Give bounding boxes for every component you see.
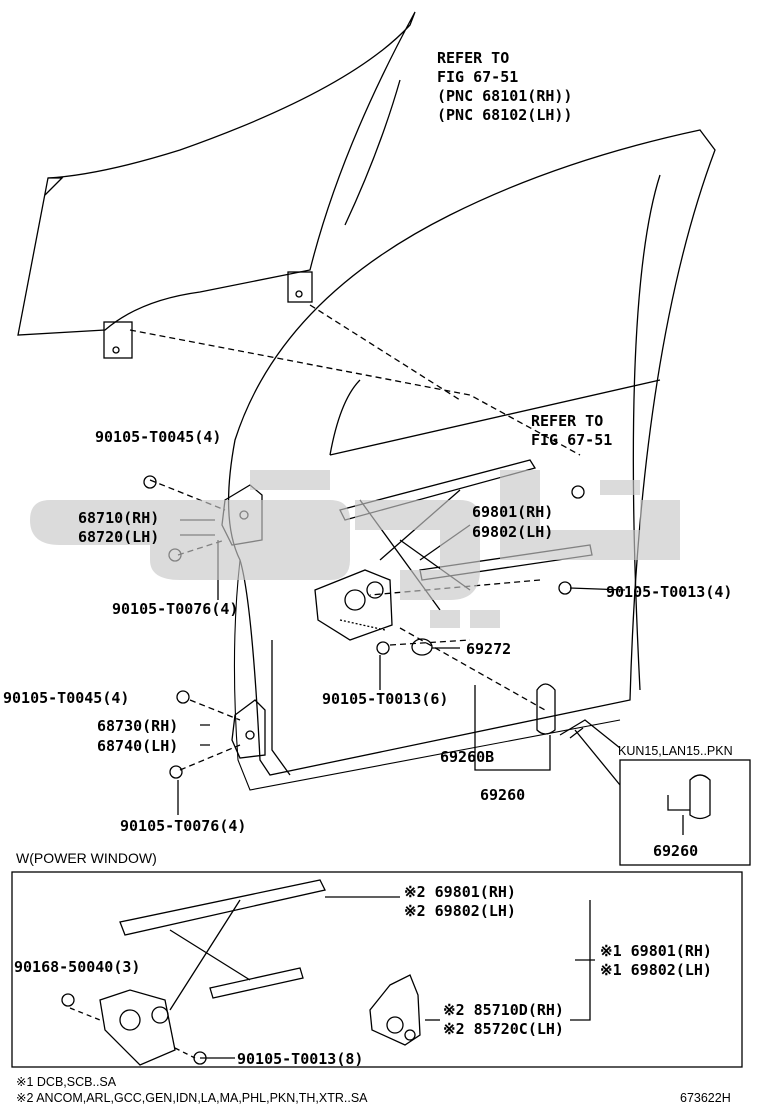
power-window-title: W(POWER WINDOW) <box>16 850 157 866</box>
pw-label-85710d: ※2 85710D(RH) <box>443 1001 564 1019</box>
inset-model-code: KUN15,LAN15..PKN <box>618 744 733 758</box>
part-label-68740: 68740(LH) <box>97 737 179 755</box>
part-label-68720: 68720(LH) <box>78 528 160 546</box>
part-label-90105-t0013-4: 90105-T0013(4) <box>606 583 733 601</box>
part-label-90105-t0045-lower: 90105-T0045(4) <box>3 689 130 707</box>
part-label-69272: 69272 <box>466 640 512 658</box>
inset-box <box>619 759 751 866</box>
door-glass <box>17 11 416 336</box>
part-label-90105-t0076-lower: 90105-T0076(4) <box>120 817 247 835</box>
figure-id: 673622H <box>680 1091 731 1105</box>
pw-label-85720c: ※2 85720C(LH) <box>443 1020 564 1038</box>
part-label-68730: 68730(RH) <box>97 717 179 735</box>
pw-label-69801-r2: ※2 69801(RH) <box>404 883 516 901</box>
footnote-1: ※1 DCB,SCB..SA <box>16 1075 117 1089</box>
footnote-2: ※2 ANCOM,ARL,GCC,GEN,IDN,LA,MA,PHL,PKN,T… <box>16 1091 368 1105</box>
refer-top-line-4: (PNC 68102(LH)) <box>437 106 573 124</box>
part-label-68710: 68710(RH) <box>78 509 160 527</box>
part-label-90105-t0045-upper: 90105-T0045(4) <box>95 428 222 446</box>
pw-label-69802-r2: ※2 69802(LH) <box>404 902 516 920</box>
inset-part-label: 69260 <box>653 842 699 860</box>
part-label-69260: 69260 <box>480 786 526 804</box>
refer-top-line-2: FIG 67-51 <box>437 68 519 86</box>
part-label-69801: 69801(RH) <box>472 503 554 521</box>
pw-label-90168: 90168-50040(3) <box>14 958 141 976</box>
pw-label-69802-r1: ※1 69802(LH) <box>600 961 712 979</box>
pw-label-90105-t0013-8: 90105-T0013(8) <box>237 1050 364 1068</box>
part-label-90105-t0013-6: 90105-T0013(6) <box>322 690 449 708</box>
part-label-69802: 69802(LH) <box>472 523 554 541</box>
refer-right-line-2: FIG 67-51 <box>531 431 613 449</box>
power-window-box <box>11 871 743 1068</box>
part-label-69260b: 69260B <box>440 748 495 766</box>
part-label-90105-t0076-upper: 90105-T0076(4) <box>112 600 239 618</box>
refer-right-line-1: REFER TO <box>531 412 604 430</box>
refer-top-line-3: (PNC 68101(RH)) <box>437 87 573 105</box>
refer-top-line-1: REFER TO <box>437 49 510 67</box>
pw-label-69801-r1: ※1 69801(RH) <box>600 942 712 960</box>
